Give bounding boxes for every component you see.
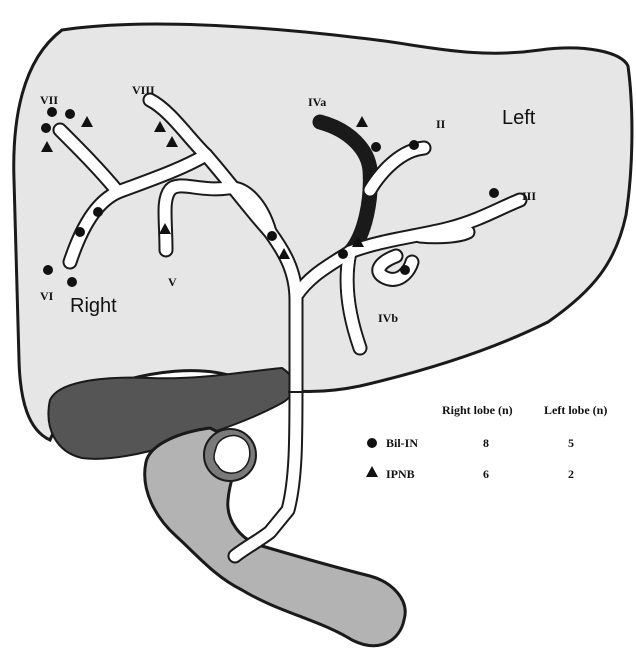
bil-in-marker: [267, 231, 277, 241]
bil-in-marker: [43, 265, 53, 275]
bil-in-marker: [371, 142, 381, 152]
bil-in-marker: [41, 123, 51, 133]
table-header-right-lobe: Right lobe (n): [442, 403, 513, 417]
segment-label-v: V: [168, 275, 177, 289]
bil-in-marker: [338, 249, 348, 259]
table-cell-right: 8: [483, 436, 489, 450]
table-cell-left: 5: [568, 436, 574, 450]
bil-in-marker: [400, 265, 410, 275]
segment-label-iii: III: [522, 189, 536, 203]
table-row-label: Bil-IN: [386, 436, 418, 450]
legend-triangle-icon: [366, 466, 378, 477]
segment-label-ii: II: [436, 117, 446, 131]
bil-in-marker: [65, 109, 75, 119]
bil-in-marker: [93, 207, 103, 217]
lobe-label-right: Right: [70, 295, 117, 317]
lobe-label-left: Left: [502, 107, 536, 129]
bil-in-marker: [67, 277, 77, 287]
ampulla-lumen: [214, 436, 250, 473]
bil-in-marker: [75, 227, 85, 237]
bil-in-marker: [47, 107, 57, 117]
bil-in-marker: [409, 140, 419, 150]
lesion-count-table: Right lobe (n) Left lobe (n) Bil-IN 8 5 …: [366, 403, 607, 481]
table-cell-left: 2: [568, 467, 574, 481]
table-cell-right: 6: [483, 467, 489, 481]
segment-label-vi: VI: [40, 289, 54, 303]
table-header-left-lobe: Left lobe (n): [544, 403, 607, 417]
table-row-label: IPNB: [386, 467, 415, 481]
segment-label-ivb: IVb: [378, 311, 398, 325]
segment-label-viii: VIII: [132, 83, 155, 97]
segment-label-iva: IVa: [308, 95, 326, 109]
bil-in-marker: [489, 188, 499, 198]
segment-label-vii: VII: [40, 93, 58, 107]
legend-circle-icon: [367, 438, 377, 448]
